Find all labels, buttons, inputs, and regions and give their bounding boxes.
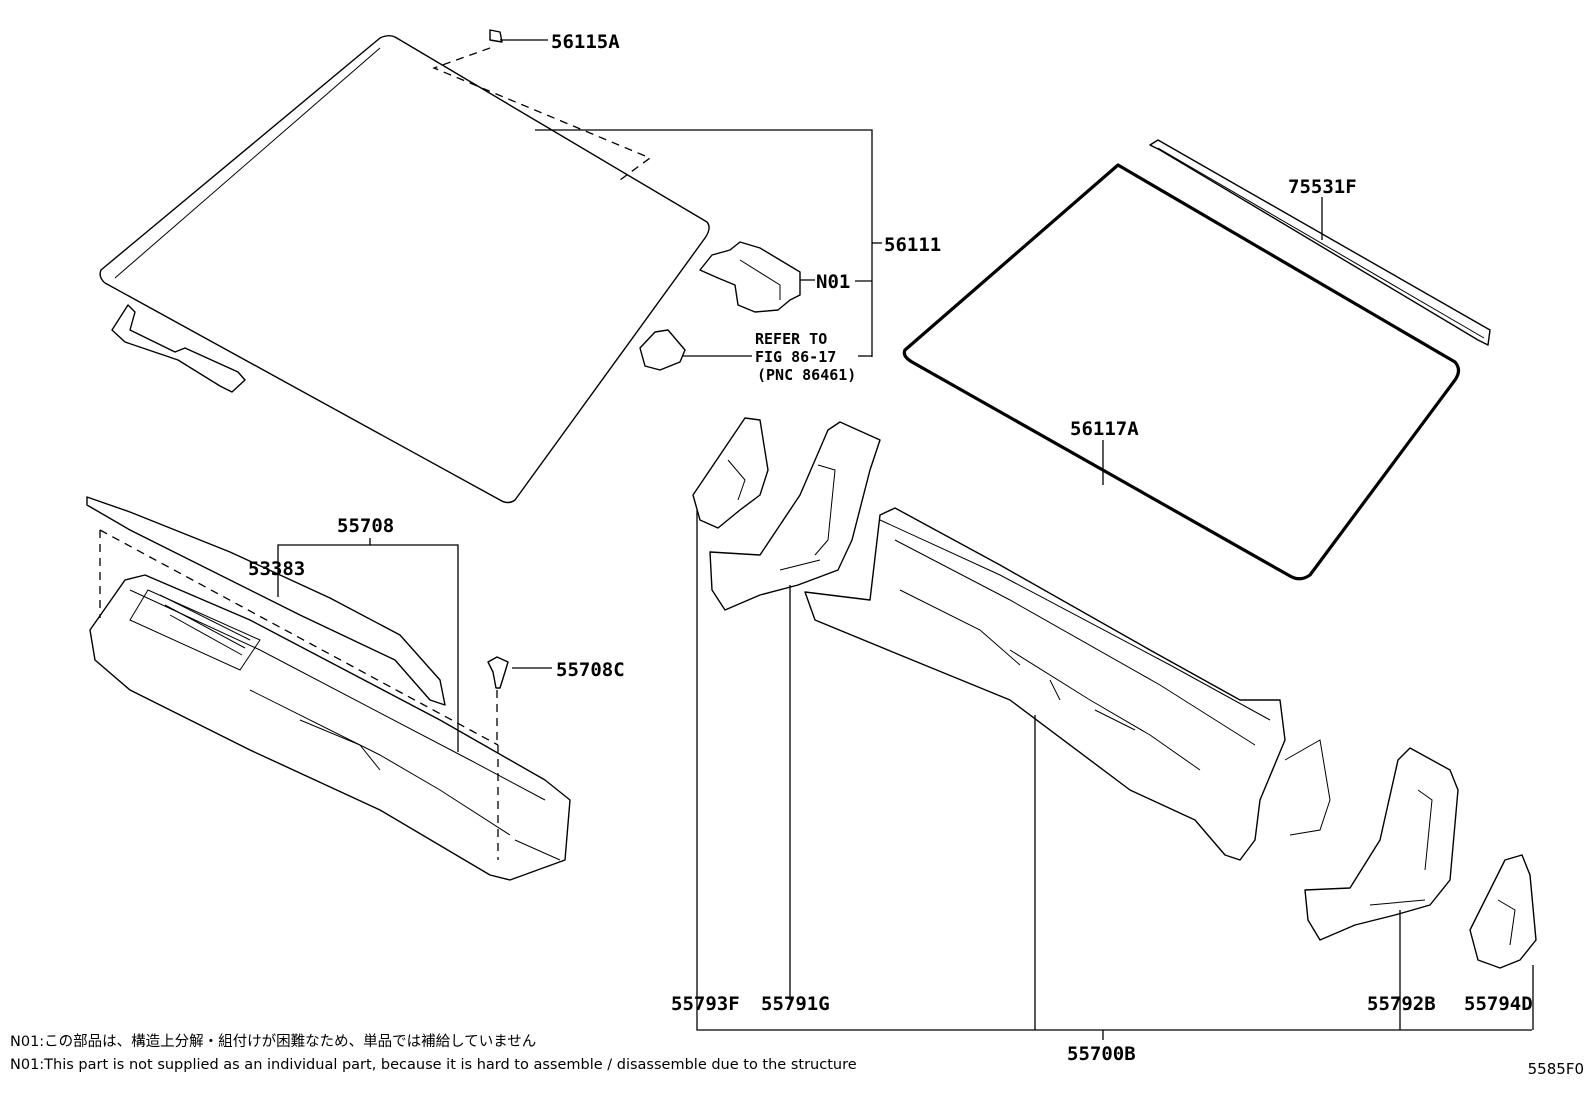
- note-japanese: N01:この部品は、構造上分解・組付けが困難なため、単品では補給していません: [10, 1034, 537, 1050]
- label-56111: 56111: [884, 234, 941, 256]
- label-75531F: 75531F: [1288, 176, 1357, 198]
- refer-to-line-2: FIG 86-17: [755, 348, 836, 366]
- windshield-glass: [99, 35, 710, 504]
- refer-to-line-1: REFER TO: [755, 330, 827, 348]
- part-56115A-dashed-outline: [432, 29, 652, 181]
- label-55794D: 55794D: [1464, 993, 1533, 1015]
- part-labels: 56115A 56111 N01 REFER TO FIG 86-17 (PNC…: [248, 31, 1533, 1065]
- label-56117A: 56117A: [1070, 418, 1139, 440]
- label-55708C: 55708C: [556, 659, 625, 681]
- label-55792B: 55792B: [1367, 993, 1436, 1015]
- label-53383: 53383: [248, 558, 305, 580]
- label-55708: 55708: [337, 515, 394, 537]
- windshield-glass-right: [902, 163, 1461, 581]
- dash-panel-assembly-55700B: [804, 507, 1331, 861]
- cowl-side-panel-55794D: [1469, 854, 1537, 969]
- label-56115A: 56115A: [551, 31, 620, 53]
- cowl-side-panel-55791G: [709, 421, 881, 611]
- clip-55708C: [487, 656, 509, 740]
- cowl-side-panel-55793F: [692, 417, 769, 529]
- cowl-panel-55708: [89, 574, 571, 881]
- leader-lines: [277, 39, 1534, 1040]
- cowl-side-panel-55792B: [1304, 747, 1459, 941]
- figure-code: 5585F0: [1527, 1060, 1584, 1078]
- label-N01: N01: [816, 271, 850, 293]
- note-english: N01:This part is not supplied as an indi…: [10, 1057, 857, 1073]
- cowl-top-ventilator-louver: [86, 496, 499, 860]
- sensor-cover-part: [639, 329, 686, 371]
- bracket-N01: [699, 241, 801, 313]
- label-55793F: 55793F: [671, 993, 740, 1015]
- glass-bracket-lower-left: [111, 304, 246, 393]
- molding-75531F: [1149, 139, 1491, 346]
- refer-to-line-3: (PNC 86461): [757, 366, 856, 384]
- label-55791G: 55791G: [761, 993, 830, 1015]
- label-55700B: 55700B: [1067, 1043, 1136, 1065]
